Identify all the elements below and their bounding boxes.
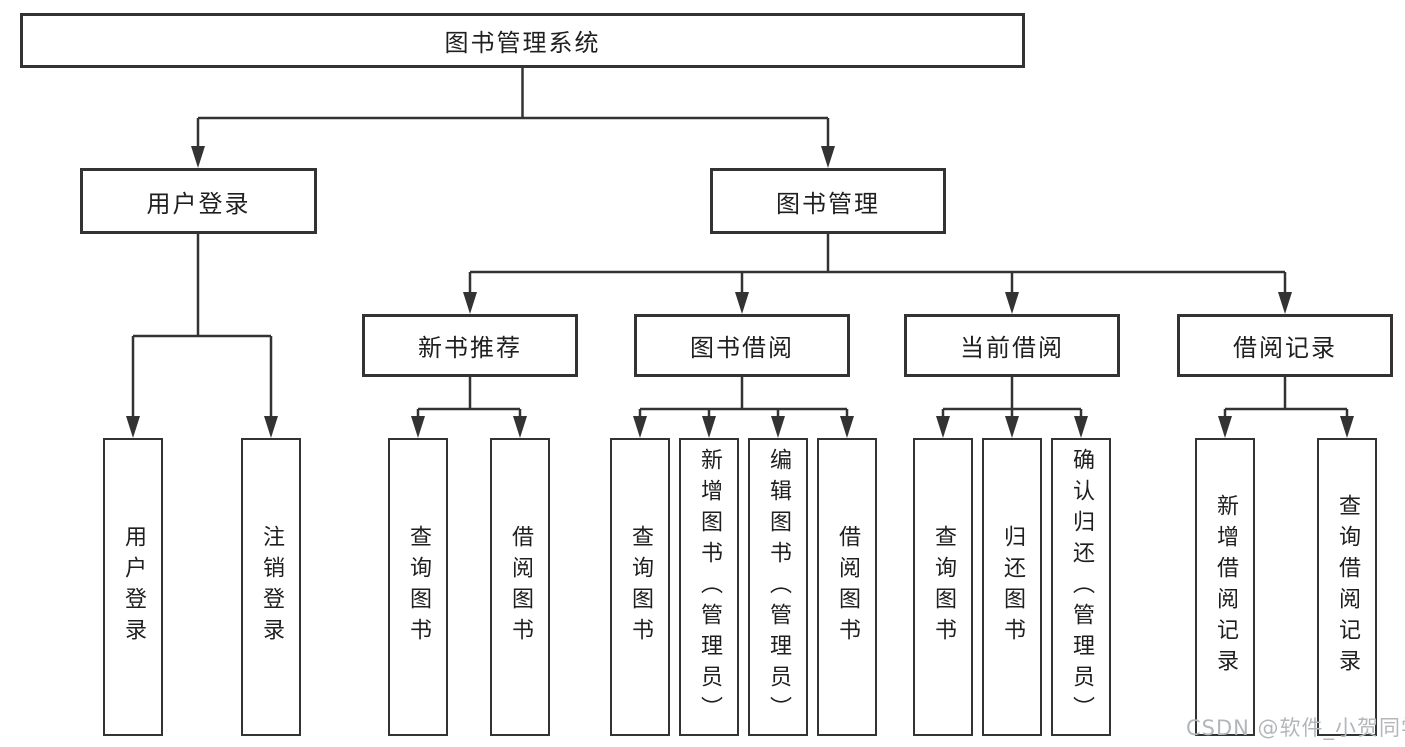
leaf-logout: 注销登录 bbox=[241, 438, 301, 736]
leaf-current-return-books: 归还图书 bbox=[982, 438, 1042, 736]
connector-user-login-branch bbox=[126, 234, 278, 438]
leaf-user-login: 用户登录 bbox=[103, 438, 163, 736]
node-borrowing-records: 借阅记录 bbox=[1177, 314, 1393, 377]
leaf-records-query-record: 查询借阅记录 bbox=[1317, 438, 1377, 736]
connector-current-borrowing-branch bbox=[936, 377, 1088, 438]
connector-borrowing-records-branch bbox=[1218, 377, 1354, 438]
node-current-borrowing: 当前借阅 bbox=[904, 314, 1120, 377]
root-node-library-management-system: 图书管理系统 bbox=[20, 13, 1025, 68]
leaf-borrowing-edit-books-admin: 编辑图书（管理员） bbox=[748, 438, 808, 736]
leaf-borrowing-borrow-books: 借阅图书 bbox=[817, 438, 877, 736]
leaf-current-confirm-return-admin: 确认归还（管理员） bbox=[1051, 438, 1111, 736]
connector-new-book-branch bbox=[411, 377, 527, 438]
node-book-borrowing: 图书借阅 bbox=[634, 314, 850, 377]
connector-book-borrowing-branch bbox=[633, 377, 854, 438]
leaf-borrowing-query-books: 查询图书 bbox=[610, 438, 670, 736]
connector-root-to-level2 bbox=[191, 68, 835, 168]
connector-book-management-to-level3 bbox=[463, 234, 1292, 314]
node-book-management: 图书管理 bbox=[710, 168, 946, 234]
node-user-login: 用户登录 bbox=[80, 168, 317, 234]
csdn-watermark: CSDN @软件_小贺同学 bbox=[1186, 716, 1405, 740]
leaf-current-query-books: 查询图书 bbox=[913, 438, 973, 736]
leaf-records-add-record: 新增借阅记录 bbox=[1195, 438, 1255, 736]
node-new-book-recommendation: 新书推荐 bbox=[362, 314, 578, 377]
leaf-newrec-borrow-books: 借阅图书 bbox=[490, 438, 550, 736]
leaf-borrowing-add-books-admin: 新增图书（管理员） bbox=[679, 438, 739, 736]
leaf-newrec-query-books: 查询图书 bbox=[388, 438, 448, 736]
